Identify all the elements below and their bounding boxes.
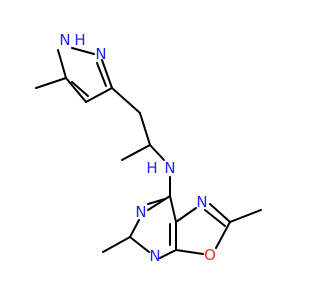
bond-ch2-ch — [139, 112, 151, 146]
bond-n-c2 — [209, 203, 231, 223]
atom-amine-h: H — [146, 159, 157, 177]
bond-c4-c3 — [85, 87, 113, 103]
bond-n6-c5 — [129, 219, 140, 238]
bond-c5-n4 — [129, 236, 150, 253]
atom-oxazole-n: N — [196, 193, 207, 211]
bond-c3-n2 — [101, 59, 113, 89]
atom-amine-n: N — [164, 159, 175, 177]
bond-ch-methyl — [121, 144, 151, 161]
bond-c3-n2-double — [96, 62, 107, 87]
atom-pyrazole-n: N — [95, 45, 106, 63]
methyl-bond-pyrazole — [35, 77, 67, 89]
bond-c7-n6-double — [147, 198, 166, 205]
bond-c5-n1 — [57, 49, 67, 79]
bond-o-c3a — [175, 249, 204, 255]
atom-pyrimidine-n1: N — [135, 203, 146, 221]
oxazolopyrimidine-ring — [102, 176, 262, 259]
pyrazole-ring — [35, 47, 113, 103]
atom-oxazole-o: O — [204, 246, 216, 264]
bond-c7a-c7 — [169, 195, 177, 223]
bond-n-c2-double — [204, 209, 226, 227]
atom-pyrazole-nh-h: H — [74, 31, 85, 49]
atom-pyrimidine-n3: N — [149, 247, 160, 265]
bond-c5-c4-double — [71, 81, 89, 97]
bond-c7a-n — [175, 207, 197, 223]
bond-ch-nh — [149, 144, 165, 161]
structure-svg: N H N N H N N N O — [35, 31, 262, 265]
bond-n4-c3a — [159, 249, 177, 259]
atom-pyrazole-nh: N — [59, 31, 70, 49]
propyl-chain — [111, 87, 165, 161]
bond-c7-n6 — [147, 195, 171, 211]
bond-c2-methyl — [229, 209, 262, 223]
bond-c3-ch2 — [111, 87, 141, 114]
bond-n2-n1 — [71, 47, 95, 55]
molecule-diagram: N H N N H N N N O — [35, 31, 262, 265]
bond-c5-c4 — [65, 77, 87, 103]
bond-c5-methyl — [102, 236, 131, 253]
bond-c2-o — [215, 221, 231, 249]
